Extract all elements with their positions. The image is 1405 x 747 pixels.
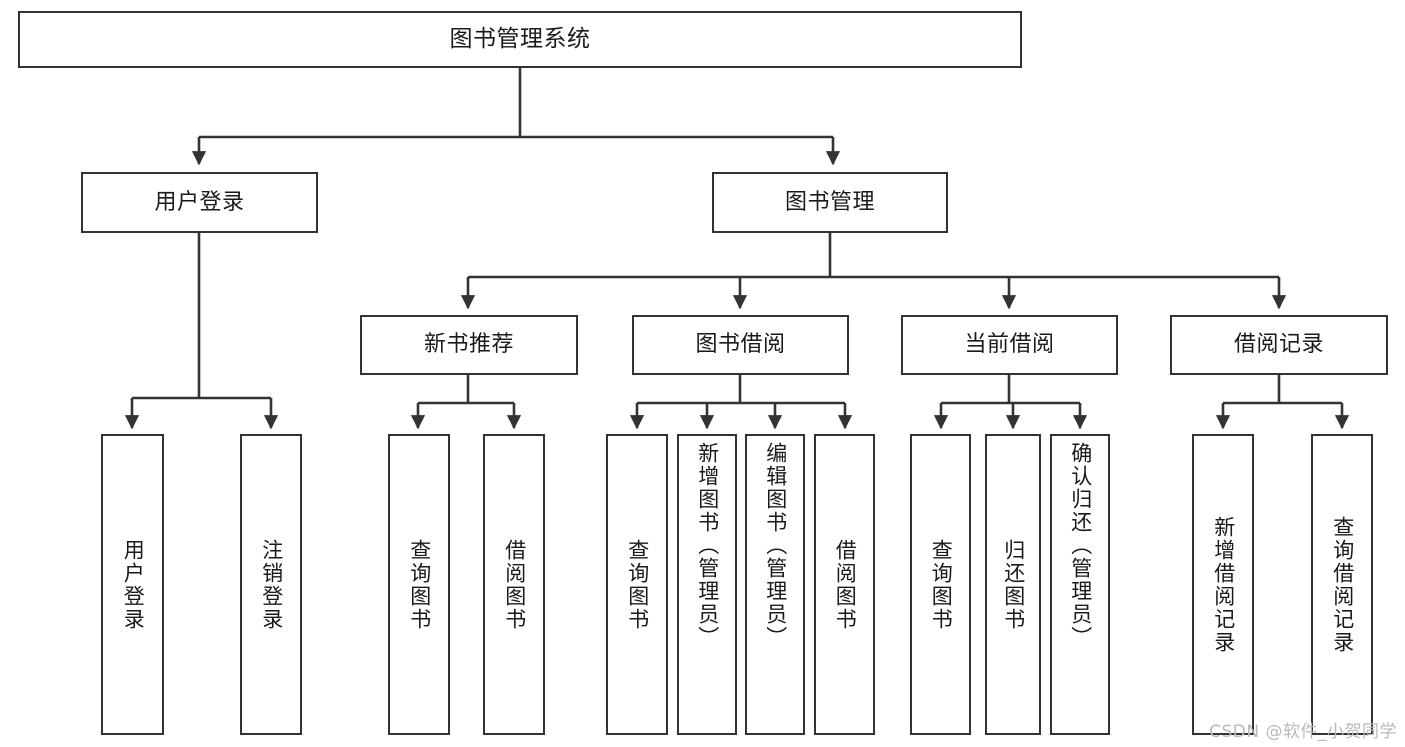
leaf-query-books-borrow[interactable]: 查询图书 [606,434,668,735]
node-label: 新增借阅记录 [1211,515,1236,654]
node-current-borrow[interactable]: 当前借阅 [901,315,1118,375]
leaf-query-books-current[interactable]: 查询图书 [910,434,971,735]
leaf-edit-book-admin[interactable]: 编辑图书（管理员） [745,434,805,735]
leaf-user-login[interactable]: 用户登录 [101,434,164,735]
node-new-book-recommend[interactable]: 新书推荐 [360,315,578,375]
leaf-query-borrow-record[interactable]: 查询借阅记录 [1311,434,1373,735]
node-book-borrow[interactable]: 图书借阅 [632,315,849,375]
node-label: 新书推荐 [423,332,514,358]
node-label: 确认归还（管理员） [1068,442,1093,649]
node-label: 图书管理 [784,189,875,215]
node-label: 用户登录 [154,189,245,215]
node-label: 查询图书 [625,538,650,631]
node-user-login[interactable]: 用户登录 [81,172,318,233]
node-label: 借阅记录 [1233,332,1324,358]
leaf-add-borrow-record[interactable]: 新增借阅记录 [1192,434,1254,735]
node-label: 图书借阅 [695,332,786,358]
node-label: 查询图书 [407,538,432,631]
node-label: 借阅图书 [502,538,527,631]
node-label: 借阅图书 [833,538,858,631]
node-root-library-system[interactable]: 图书管理系统 [18,11,1022,68]
node-borrow-records[interactable]: 借阅记录 [1170,315,1388,375]
leaf-borrow-books-recommend[interactable]: 借阅图书 [483,434,545,735]
leaf-query-books-recommend[interactable]: 查询图书 [388,434,450,735]
node-label: 注销登录 [259,538,284,631]
node-label: 用户登录 [121,538,146,631]
node-label: 查询借阅记录 [1330,515,1355,654]
node-label: 图书管理系统 [449,26,591,53]
node-label: 当前借阅 [964,332,1055,358]
node-label: 新增图书（管理员） [695,442,720,649]
leaf-return-books[interactable]: 归还图书 [985,434,1041,735]
leaf-logout[interactable]: 注销登录 [240,434,302,735]
node-label: 查询图书 [929,538,954,631]
leaf-confirm-return-admin[interactable]: 确认归还（管理员） [1050,434,1110,735]
leaf-add-book-admin[interactable]: 新增图书（管理员） [677,434,737,735]
leaf-borrow-books[interactable]: 借阅图书 [814,434,875,735]
node-label: 编辑图书（管理员） [763,442,788,649]
node-label: 归还图书 [1001,538,1026,631]
csdn-watermark: CSDN @软件_小贺同学 [1209,722,1397,742]
node-book-management[interactable]: 图书管理 [712,172,948,233]
